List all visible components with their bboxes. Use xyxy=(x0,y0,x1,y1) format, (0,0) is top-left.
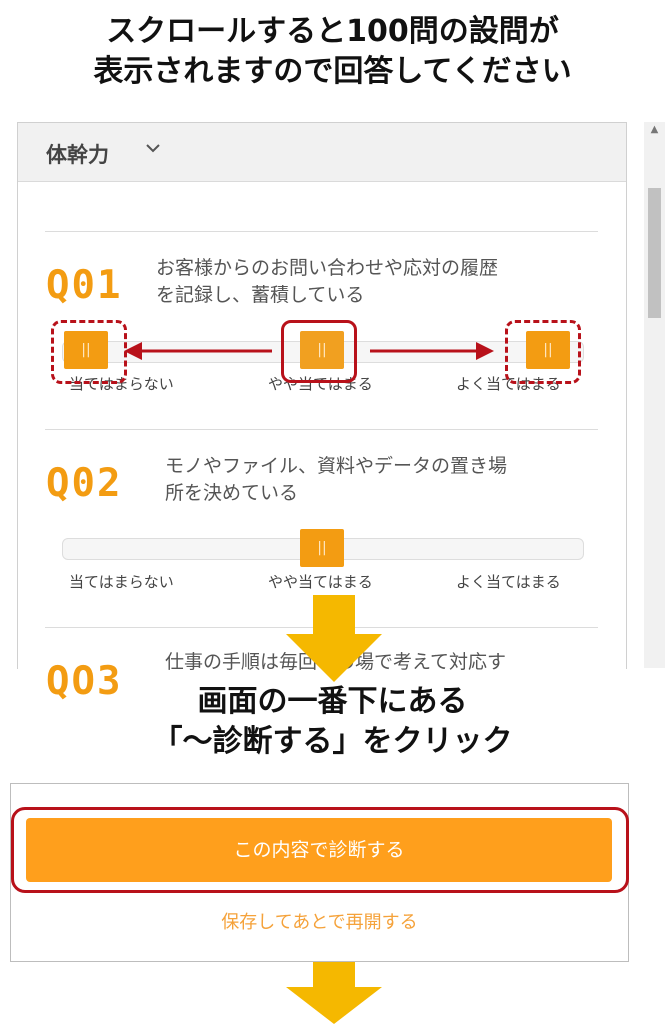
instruction-line: 画面の一番下にある xyxy=(197,684,468,719)
divider xyxy=(45,231,598,232)
scale-label-high: よく当てはまる xyxy=(456,375,561,393)
section-title: 体幹力 xyxy=(46,143,109,167)
scale-label-low: 当てはまらない xyxy=(69,375,174,393)
slider-handle[interactable]: || xyxy=(300,331,344,369)
annotation-box-current xyxy=(281,320,357,383)
annotation-dashed-box-max xyxy=(505,320,581,384)
save-and-resume-link[interactable]: 保存してあとで再開する xyxy=(221,912,418,933)
section-header[interactable]: 体幹力 xyxy=(18,123,626,182)
scale-label-low: 当てはまらない xyxy=(69,573,174,591)
scrollbar-thumb[interactable] xyxy=(648,188,661,318)
scale-label-mid: やや当てはまる xyxy=(268,573,373,591)
chevron-down-icon[interactable] xyxy=(144,137,162,164)
instruction-line: 表示されますので回答してください xyxy=(93,54,572,89)
scale-label-mid: やや当てはまる xyxy=(268,375,373,393)
submit-area: この内容で診断する 保存してあとで再開する xyxy=(10,783,629,962)
question-number: Q02 xyxy=(46,461,123,506)
instruction-heading-mid: 画面の一番下にある 「～診断する」をクリック xyxy=(0,682,665,762)
scroll-up-icon[interactable]: ▲ xyxy=(650,124,659,135)
scale-label-high: よく当てはまる xyxy=(456,573,561,591)
question-text: モノやファイル、資料やデータの置き場 所を決めている xyxy=(165,453,507,507)
instruction-line: スクロールすると100問の設問が xyxy=(106,14,559,49)
annotation-box-submit xyxy=(11,807,629,893)
scrollbar[interactable]: ▲ xyxy=(644,122,665,668)
slider-handle-min-example: || xyxy=(64,331,108,369)
question-text-line: 所を決めている xyxy=(165,482,299,504)
survey-panel: 体幹力 Q01 お客様からのお問い合わせや応対の履歴 を記録し、蓄積している |… xyxy=(17,122,627,704)
slider-handle-max-example: || xyxy=(526,331,570,369)
question-text-line: モノやファイル、資料やデータの置き場 xyxy=(165,455,508,477)
instruction-line: 「～診断する」をクリック xyxy=(152,724,513,759)
slider-handle[interactable]: || xyxy=(300,529,344,567)
annotation-dashed-box-min xyxy=(51,320,127,384)
diagnose-button[interactable]: この内容で診断する xyxy=(26,818,612,882)
question-number: Q01 xyxy=(46,263,123,308)
instruction-heading-top: スクロールすると100問の設問が 表示されますので回答してください xyxy=(0,12,665,92)
question-text-line: を記録し、蓄積している xyxy=(156,284,365,306)
question-text-line: お客様からのお問い合わせや応対の履歴 xyxy=(156,257,499,279)
question-text: お客様からのお問い合わせや応対の履歴 を記録し、蓄積している xyxy=(156,255,498,309)
divider xyxy=(45,429,598,430)
question-number: QO3 xyxy=(46,659,123,704)
